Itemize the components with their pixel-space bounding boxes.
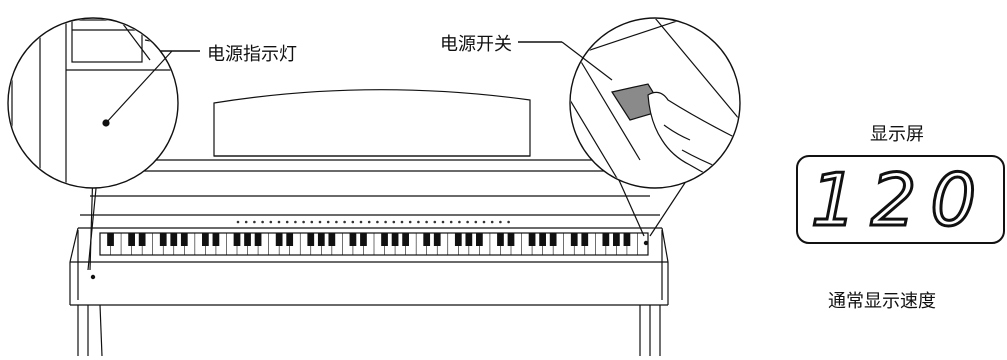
panel-button — [482, 220, 486, 224]
black-key — [349, 233, 357, 246]
panel-button — [343, 220, 346, 224]
panel-button — [441, 220, 445, 224]
black-key — [180, 233, 188, 246]
black-key — [128, 233, 135, 246]
black-key — [233, 233, 241, 246]
panel-button — [425, 220, 428, 224]
black-key — [254, 233, 262, 246]
panel-button — [261, 220, 264, 224]
black-key — [212, 233, 220, 246]
black-key — [159, 233, 167, 246]
black-key — [391, 233, 399, 246]
panel-button — [408, 220, 412, 224]
panel-button — [433, 220, 437, 224]
panel-button — [318, 220, 322, 224]
power-switch-label: 电源开关 — [440, 34, 512, 55]
display-panel: 120 — [796, 155, 1005, 244]
black-key — [613, 233, 620, 246]
panel-button — [400, 220, 404, 224]
control-panel — [236, 220, 510, 224]
panel-button — [326, 220, 330, 224]
black-key — [170, 233, 178, 246]
black-key — [107, 233, 114, 246]
panel-button — [310, 220, 314, 224]
black-key — [433, 233, 441, 246]
power-indicator-label: 电源指示灯 — [207, 44, 297, 65]
black-key — [244, 233, 251, 246]
black-key — [381, 233, 388, 246]
panel-button — [507, 220, 510, 224]
panel-button — [294, 220, 297, 224]
black-key — [581, 233, 589, 246]
panel-button — [244, 220, 248, 224]
black-key — [539, 233, 546, 246]
black-key — [275, 233, 283, 246]
panel-button — [335, 220, 338, 224]
keyboard — [99, 232, 649, 256]
black-key — [202, 233, 209, 246]
black-key — [602, 233, 610, 246]
black-key — [507, 233, 515, 246]
black-key — [623, 233, 631, 246]
black-key — [476, 233, 483, 246]
panel-button — [490, 220, 494, 224]
black-key — [549, 233, 557, 246]
display-caption: 通常显示速度 — [828, 291, 936, 312]
panel-button — [458, 220, 461, 224]
panel-button — [384, 220, 387, 224]
panel-button — [449, 220, 453, 224]
black-key — [360, 233, 367, 246]
piano-cabinet — [69, 227, 669, 357]
black-key — [423, 233, 431, 246]
black-key — [307, 233, 315, 246]
panel-button — [466, 220, 469, 224]
panel-button — [277, 220, 281, 224]
panel-button — [351, 220, 355, 224]
black-key — [497, 233, 504, 246]
panel-button — [392, 220, 396, 224]
panel-button — [474, 220, 478, 224]
piano-lid — [78, 159, 662, 229]
display-value: 120 — [809, 156, 991, 243]
black-key — [328, 233, 336, 246]
panel-button — [236, 220, 240, 224]
panel-button — [269, 220, 273, 224]
display-label: 显示屏 — [870, 124, 924, 145]
black-key — [528, 233, 536, 246]
panel-button — [367, 220, 371, 224]
panel-button — [499, 220, 502, 224]
black-key — [286, 233, 294, 246]
panel-button — [302, 220, 305, 224]
music-rest — [213, 89, 531, 157]
black-key — [570, 233, 578, 246]
black-key — [454, 233, 462, 246]
black-key — [138, 233, 146, 246]
black-key — [465, 233, 473, 246]
black-key — [317, 233, 325, 246]
panel-button — [359, 220, 363, 224]
panel-button — [285, 220, 289, 224]
panel-button — [376, 220, 379, 224]
panel-button — [253, 220, 256, 224]
black-key — [402, 233, 409, 246]
panel-button — [417, 220, 420, 224]
switch-zoom-circle — [518, 17, 741, 246]
